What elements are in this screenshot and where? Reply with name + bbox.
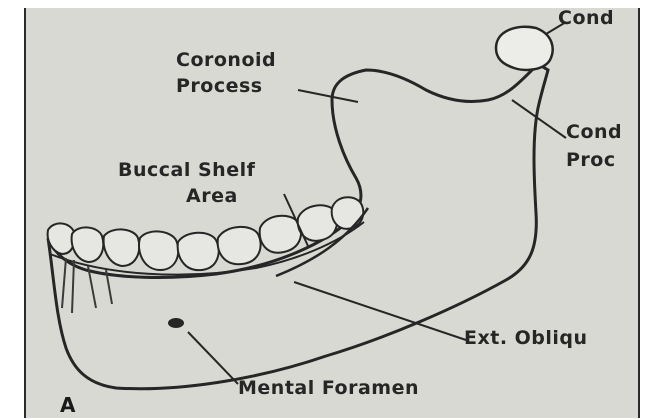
label-buccal-shelf: Buccal Shelf [118, 159, 256, 181]
condyle-head [496, 27, 553, 70]
panel-letter: A [60, 393, 76, 417]
tooth [139, 231, 178, 270]
tooth [332, 197, 364, 229]
label-condylar-process: Proc [566, 149, 616, 171]
tooth [218, 227, 261, 264]
label-ext-oblique: Ext. Obliqu [464, 327, 588, 349]
label-coronoid: Coronoid [176, 49, 276, 71]
mandible-diagram: Coronoid Process Cond Cond Proc Buccal S… [24, 8, 640, 418]
label-buccal-area: Area [186, 185, 238, 207]
label-condylar: Cond [566, 121, 622, 143]
mandible-illustration: Coronoid Process Cond Cond Proc Buccal S… [26, 8, 638, 418]
mental-foramen-hole [168, 318, 184, 328]
label-mental-foramen: Mental Foramen [238, 377, 419, 399]
label-condyle: Cond [558, 8, 614, 29]
tooth [260, 216, 301, 253]
label-process: Process [176, 75, 263, 97]
tooth [178, 233, 219, 270]
